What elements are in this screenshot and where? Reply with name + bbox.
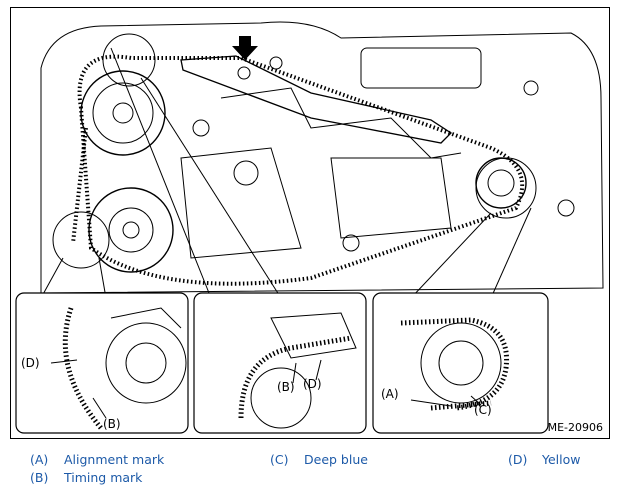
- leader-line: [292, 362, 297, 384]
- inset-panel-1: [15, 292, 189, 434]
- leader-line: [110, 47, 212, 299]
- inset-panel-3: [372, 292, 549, 434]
- legend-item-c: (C) Deep blue: [270, 452, 368, 467]
- block-contour: [360, 47, 482, 89]
- inset1-chain: [62, 307, 103, 430]
- block-contour: [220, 87, 462, 159]
- timing-chain-side: [71, 127, 88, 244]
- lower-cam-sprocket: [88, 187, 174, 273]
- bolt-hole: [233, 160, 259, 186]
- lower-cam-hub: [108, 207, 154, 253]
- bolt-hole: [557, 199, 575, 217]
- leader-line: [315, 359, 322, 381]
- legend-key: (C): [270, 452, 289, 467]
- inset1-detail: [110, 307, 182, 329]
- engine-timing-diagram: (D) (B) (B) (D) (A) (C) ME-20906: [10, 7, 610, 439]
- block-contour: [330, 157, 452, 239]
- inset2-guide: [270, 312, 357, 359]
- block-contour: [180, 147, 302, 259]
- legend-item-a: (A) Alignment mark: [30, 452, 164, 467]
- upper-cam-sprocket: [80, 70, 166, 156]
- inset3-sprocket: [420, 322, 502, 404]
- leader-line: [92, 397, 107, 419]
- leader-line: [40, 257, 64, 299]
- figure-id: ME-20906: [547, 421, 603, 434]
- inset3-hub: [438, 340, 484, 386]
- detail-circle-1: [102, 33, 156, 87]
- bolt-hole: [269, 56, 283, 70]
- guide-bolt: [237, 66, 251, 80]
- timing-chain: [77, 54, 525, 286]
- legend-text: Timing mark: [64, 470, 143, 485]
- inset2-sprocket: [250, 367, 312, 429]
- upper-cam-hub: [92, 82, 154, 144]
- callout-inset3-c: (C): [474, 403, 492, 417]
- legend-text: Deep blue: [304, 452, 368, 467]
- crank-center: [487, 169, 515, 197]
- bolt-hole: [342, 234, 360, 252]
- legend-text: Alignment mark: [64, 452, 165, 467]
- leader-line: [50, 359, 78, 364]
- legend-item-b: (B) Timing mark: [30, 470, 142, 485]
- legend-item-d: (D) Yellow: [508, 452, 580, 467]
- leader-line: [470, 395, 482, 406]
- inset1-sprocket: [105, 322, 187, 404]
- arrow-icon: [232, 36, 258, 60]
- callout-inset1-b: (B): [103, 417, 121, 431]
- callout-inset3-a: (A): [381, 387, 399, 401]
- callout-inset2-b: (B): [277, 380, 295, 394]
- leader-line: [490, 207, 532, 299]
- callout-inset2-d: (D): [303, 377, 322, 391]
- inset-panel-2: [193, 292, 367, 434]
- inset3-chain: [400, 317, 510, 411]
- leader-line: [98, 257, 107, 299]
- legend-key: (B): [30, 470, 49, 485]
- engine-block-outline: [40, 21, 604, 294]
- legend-text: Yellow: [542, 452, 581, 467]
- engine-line-drawing: [15, 21, 604, 434]
- legend-key: (A): [30, 452, 49, 467]
- bolt-hole: [523, 80, 539, 96]
- inset1-hub: [125, 342, 167, 384]
- legend-key: (D): [508, 452, 528, 467]
- chain-guide: [180, 55, 453, 144]
- leader-line: [410, 399, 452, 407]
- lower-cam-center: [122, 221, 140, 239]
- leader-line: [410, 212, 492, 299]
- leader-line: [140, 77, 282, 299]
- detail-circle-2: [52, 211, 110, 269]
- upper-cam-center: [112, 102, 134, 124]
- detail-circle-3: [475, 157, 537, 219]
- callout-inset1-d: (D): [21, 356, 40, 370]
- bolt-hole: [192, 119, 210, 137]
